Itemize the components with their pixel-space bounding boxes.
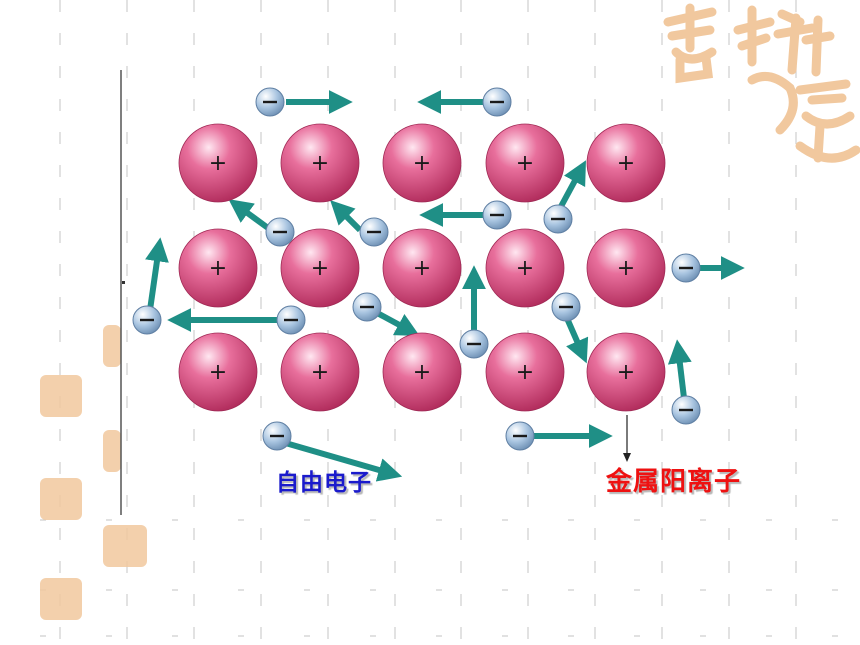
rule-tick [122,281,125,284]
cation-plus-sign: + [413,360,431,385]
electron-motion-arrow [281,439,403,482]
metal-cation: + [586,228,666,308]
cation-plus-sign: + [311,256,329,281]
electron-motion-arrow [145,237,169,311]
free-electron [551,292,581,322]
free-electron [352,292,382,322]
cation-plus-sign: + [516,151,534,176]
metal-cation-lattice: + + + + + + + + + + + + + + + [178,123,666,412]
cation-plus-sign: + [617,360,635,385]
metal-cation: + [586,123,666,203]
metal-cation: + [178,332,258,412]
metal-cation: + [586,332,666,412]
cation-plus-sign: + [311,151,329,176]
seal-watermark-icon [40,375,82,417]
free-electron [132,305,162,335]
free-electron [543,204,573,234]
free-electron [671,253,701,283]
metal-cation: + [178,228,258,308]
free-electron [262,421,292,451]
cation-pointer-head [623,453,631,462]
metal-cation: + [485,228,565,308]
seal-watermark-icon [103,525,147,567]
cation-plus-sign: + [617,256,635,281]
cation-plus-sign: + [209,256,227,281]
cation-plus-sign: + [617,151,635,176]
seal-watermark-icon [103,325,121,367]
metal-cation-label: 金属阳离子 [606,467,742,497]
cation-plus-sign: + [516,360,534,385]
metal-cation: + [485,123,565,203]
electron-motion-arrow [330,200,363,233]
seal-watermark-icon [40,578,82,620]
cation-plus-sign: + [209,151,227,176]
decorative-seals [40,3,860,620]
free-electron [459,329,489,359]
seal-watermark-icon [663,3,860,163]
metal-cation: + [382,332,462,412]
free-electron [359,217,389,247]
free-electron [276,305,306,335]
metal-cation: + [280,332,360,412]
cation-plus-sign: + [516,256,534,281]
free-electron [255,87,285,117]
metal-cation: + [382,123,462,203]
metal-cation: + [280,123,360,203]
seal-watermark-icon [103,430,121,472]
metal-cation: + [485,332,565,412]
free-electrons [132,87,701,451]
seal-watermark-icon [40,478,82,520]
metal-cation: + [178,123,258,203]
free-electron-label: 自由电子 [276,470,372,496]
free-electron [671,395,701,425]
free-electron [482,200,512,230]
cation-plus-sign: + [413,151,431,176]
electron-motion-arrows [145,90,745,482]
free-electron [265,217,295,247]
cation-plus-sign: + [413,256,431,281]
metal-cation: + [382,228,462,308]
free-electron [505,421,535,451]
cation-plus-sign: + [209,360,227,385]
electron-motion-arrow [563,314,589,364]
metal-cation: + [280,228,360,308]
free-electron [482,87,512,117]
electron-motion-arrow [228,199,270,231]
cation-plus-sign: + [311,360,329,385]
electron-motion-arrow [667,339,692,399]
background-dashed-grid [40,0,860,645]
